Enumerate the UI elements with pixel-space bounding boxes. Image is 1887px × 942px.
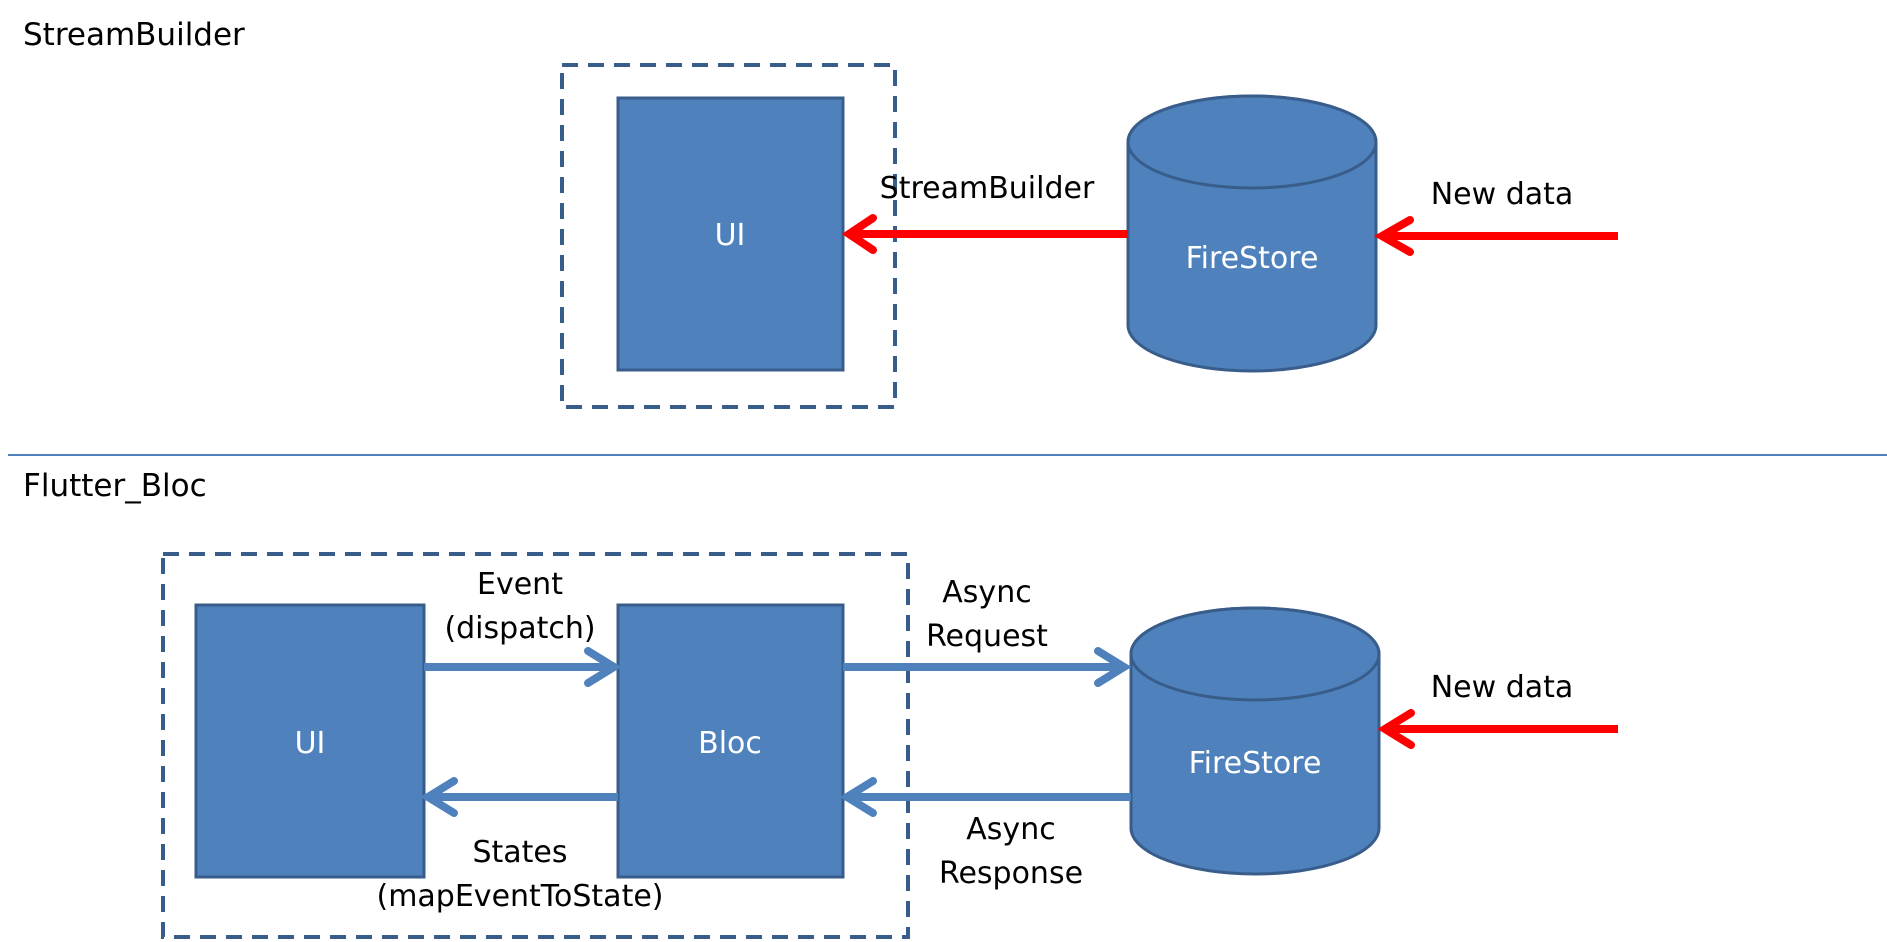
states-arrow [420,777,618,817]
event-dispatch-label: (dispatch) [444,611,595,646]
new-data-arrow-top [1373,216,1618,256]
bloc-box-label: Bloc [698,726,762,761]
async-request-label-2: Request [926,619,1048,654]
event-label: Event [477,567,563,602]
new-data-label-top: New data [1431,177,1574,212]
ui-box-bottom [194,603,426,879]
new-data-label-bottom: New data [1431,670,1574,705]
new-data-arrow-bottom [1377,709,1618,749]
async-request-arrow [843,647,1132,687]
async-response-label: Async [966,812,1055,847]
ui-box-top-label: UI [715,218,746,253]
streambuilder-arrow-label: StreamBuilder [880,171,1095,206]
section-title-flutter-bloc: Flutter_Bloc [23,468,207,504]
states-label: States [472,835,567,870]
streambuilder-arrow [841,214,1128,254]
async-response-label-2: Response [939,856,1083,891]
ui-box-bottom-label: UI [295,726,326,761]
async-response-arrow [839,777,1131,817]
bloc-box [616,603,845,879]
event-arrow [424,647,622,687]
states-map-label: (mapEventToState) [377,879,664,914]
firestore-cylinder-top [1126,94,1378,373]
firestore-bottom-label: FireStore [1189,746,1322,781]
ui-box-top [616,96,845,372]
section-title-streambuilder: StreamBuilder [23,17,245,53]
firestore-cylinder-bottom [1129,606,1381,876]
firestore-top-label: FireStore [1186,241,1319,276]
bloc-widget-boundary [161,552,910,939]
async-request-label: Async [942,575,1031,610]
